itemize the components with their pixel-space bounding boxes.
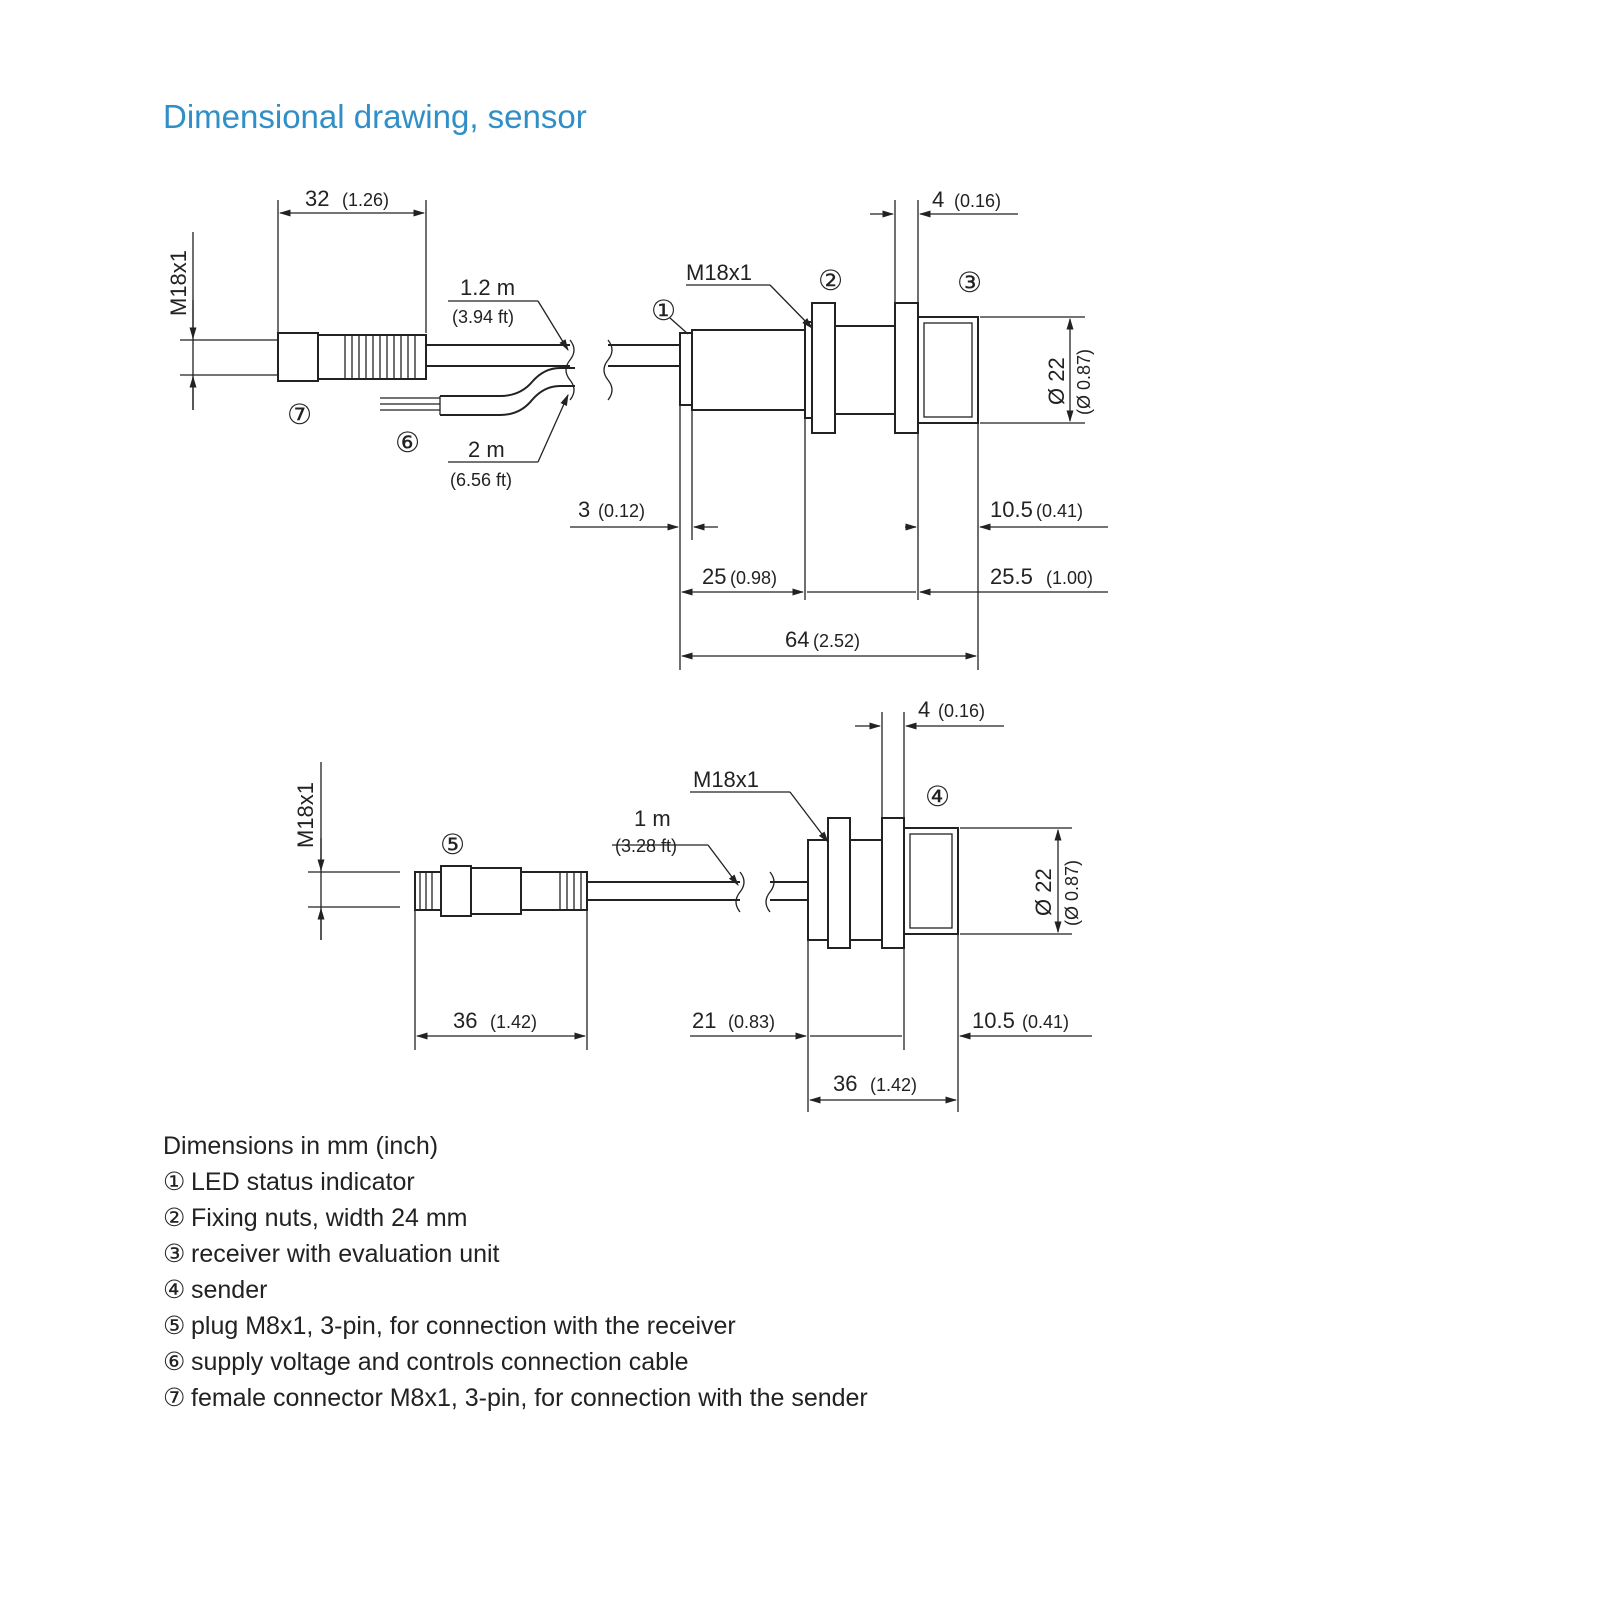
receiver-thread-length-left-in: (0.98) — [730, 568, 777, 588]
sender-body — [807, 817, 959, 949]
receiver-front-length-in: (0.41) — [1036, 501, 1083, 521]
receiver-thread-length-left: 25 — [702, 564, 726, 589]
receiver-thread-length-right-in: (1.00) — [1046, 568, 1093, 588]
sender-cable-length: 1 m — [634, 806, 671, 831]
sender-nut-width-in: (0.16) — [938, 701, 985, 721]
callout-6: ⑥ — [395, 427, 420, 458]
receiver-front-length: 10.5 — [990, 497, 1033, 522]
legend-mark: ② — [163, 1204, 186, 1232]
female-connector — [277, 332, 427, 382]
legend-mark: ⑦ — [163, 1384, 186, 1412]
sender-rear-length: 21 — [692, 1008, 716, 1033]
legend-mark: ③ — [163, 1240, 186, 1268]
receiver-plug-length: 32 — [305, 186, 329, 211]
sender-diameter: Ø 22 — [1031, 868, 1056, 916]
receiver-total-length: 64 — [785, 627, 809, 652]
sender-fixing-nut-front — [881, 817, 905, 949]
sender-body-thread-label: M18x1 — [693, 767, 759, 792]
callout-3: ③ — [957, 267, 982, 298]
legend-text: plug M8x1, 3-pin, for connection with th… — [191, 1312, 736, 1340]
sender-total-length-in: (1.42) — [870, 1075, 917, 1095]
legend-mark: ⑤ — [163, 1312, 186, 1340]
receiver-diameter-in: (Ø 0.87) — [1074, 349, 1094, 415]
sender-plug-length: 36 — [453, 1008, 477, 1033]
legend-mark: ④ — [163, 1276, 186, 1304]
sender-front-head — [903, 827, 959, 935]
receiver-fixing-nut-front — [894, 302, 919, 434]
legend-text: Fixing nuts, width 24 mm — [191, 1204, 468, 1232]
receiver-cable-1-length-ft: (3.94 ft) — [452, 307, 514, 327]
receiver-nut-width-in: (0.16) — [954, 191, 1001, 211]
sender-cable-length-ft: (3.28 ft) — [615, 836, 677, 856]
receiver-front-head — [917, 316, 979, 424]
sender-plug — [414, 865, 588, 917]
receiver-cable-1-length: 1.2 m — [460, 275, 515, 300]
legend-text: supply voltage and controls connection c… — [191, 1348, 689, 1376]
receiver-connector-thread-label: M18x1 — [166, 250, 191, 316]
page-title: Dimensional drawing, sensor — [163, 98, 587, 135]
callout-1: ① — [651, 295, 676, 326]
sender-fixing-nut-rear — [827, 817, 851, 949]
receiver-led-offset: 3 — [578, 497, 590, 522]
receiver-led-offset-in: (0.12) — [598, 501, 645, 521]
receiver-cables — [380, 339, 680, 416]
legend-text: receiver with evaluation unit — [191, 1240, 500, 1268]
legend-heading: Dimensions in mm (inch) — [163, 1132, 439, 1160]
sender-diameter-in: (Ø 0.87) — [1062, 860, 1082, 926]
sender-nut-width: 4 — [918, 697, 930, 722]
receiver-nut-width: 4 — [932, 187, 944, 212]
sender-rear-length-in: (0.83) — [728, 1012, 775, 1032]
sender-drawing: M18x1 ⑤ 1 m (3.28 ft) — [293, 697, 1092, 1112]
sender-front-length-in: (0.41) — [1022, 1012, 1069, 1032]
sender-connector-thread-label: M18x1 — [293, 782, 318, 848]
callout-2: ② — [818, 265, 843, 296]
receiver-body-thread-label: M18x1 — [686, 260, 752, 285]
receiver-cable-2-length: 2 m — [468, 437, 505, 462]
callout-7: ⑦ — [287, 399, 312, 430]
receiver-cable-2-length-ft: (6.56 ft) — [450, 470, 512, 490]
sender-total-length: 36 — [833, 1071, 857, 1096]
receiver-drawing: M18x1 32 (1.26) 1.2 m (3.94 ft) — [166, 186, 1108, 670]
callout-4: ④ — [925, 781, 950, 812]
legend-text: LED status indicator — [191, 1168, 415, 1196]
sender-plug-length-in: (1.42) — [490, 1012, 537, 1032]
receiver-diameter: Ø 22 — [1044, 357, 1069, 405]
receiver-fixing-nut-rear — [811, 302, 836, 434]
legend-text: female connector M8x1, 3-pin, for connec… — [191, 1384, 868, 1412]
callout-5: ⑤ — [440, 829, 465, 860]
sender-front-length: 10.5 — [972, 1008, 1015, 1033]
legend-mark: ① — [163, 1168, 186, 1196]
receiver-thread-length-right: 25.5 — [990, 564, 1033, 589]
legend-text: sender — [191, 1276, 268, 1304]
receiver-total-length-in: (2.52) — [813, 631, 860, 651]
receiver-plug-length-in: (1.26) — [342, 190, 389, 210]
receiver-body — [679, 302, 979, 434]
legend-mark: ⑥ — [163, 1348, 186, 1376]
dimensional-drawing: M18x1 32 (1.26) 1.2 m (3.94 ft) — [166, 186, 1108, 1112]
